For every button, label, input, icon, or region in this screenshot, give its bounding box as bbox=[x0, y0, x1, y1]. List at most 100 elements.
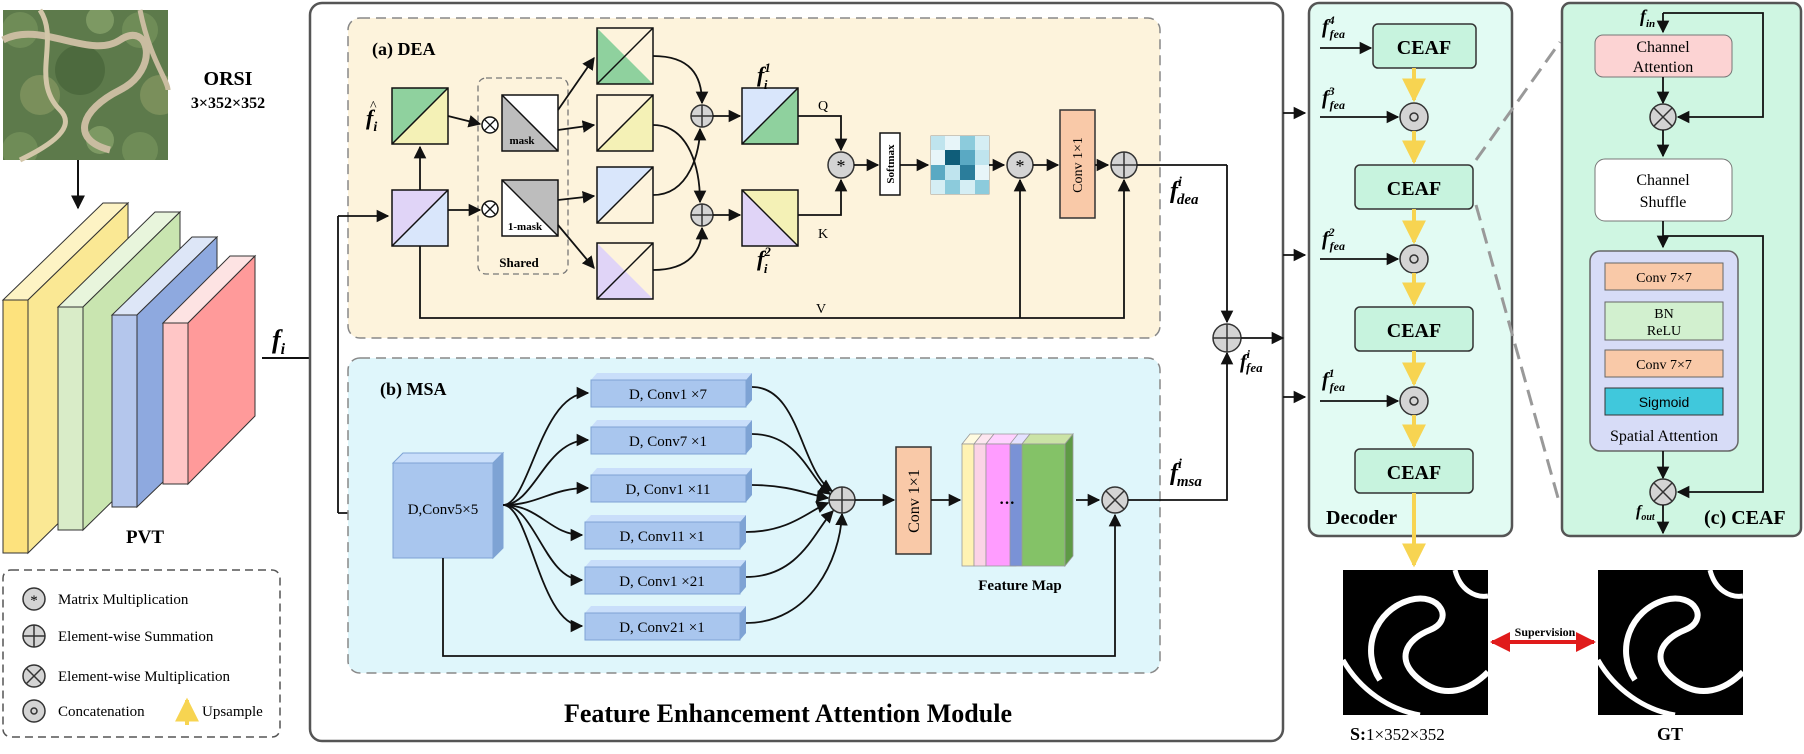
svg-text:D, Conv1 ×21: D, Conv1 ×21 bbox=[619, 574, 705, 590]
f1-square bbox=[741, 87, 799, 145]
f-out-label: fout bbox=[1636, 503, 1656, 523]
concat-icon bbox=[22, 699, 46, 723]
svg-text:Sigmoid: Sigmoid bbox=[1639, 394, 1690, 410]
softmax-box bbox=[879, 132, 901, 196]
msa-panel bbox=[347, 357, 1161, 674]
orsi-size: 3×352×352 bbox=[191, 95, 265, 112]
svg-text:Attention: Attention bbox=[1633, 59, 1693, 76]
feature-map-label: Feature Map bbox=[978, 578, 1061, 594]
gt-label: GT bbox=[1657, 724, 1683, 744]
msa-title: (b) MSA bbox=[380, 379, 447, 400]
svg-text:D, Conv21 ×1: D, Conv21 ×1 bbox=[619, 620, 705, 636]
msa-branch-1: D, Conv1 ×7 bbox=[590, 373, 752, 408]
module-title: Feature Enhancement Attention Module bbox=[564, 699, 1012, 728]
channel-shuffle-box bbox=[1594, 158, 1733, 222]
concat-circle-1 bbox=[1399, 102, 1429, 132]
result-yellow bbox=[596, 94, 654, 152]
s-label: S:1×352×352 bbox=[1350, 724, 1445, 744]
msa-branch-4: D, Conv11 ×1 bbox=[584, 515, 746, 550]
pvt-backbone: PVT bbox=[1, 201, 257, 555]
svg-text:Shuffle: Shuffle bbox=[1640, 194, 1687, 211]
svg-text:Channel: Channel bbox=[1636, 172, 1690, 189]
dea-title: (a) DEA bbox=[372, 39, 436, 60]
svg-text:D, Conv7 ×1: D, Conv7 ×1 bbox=[629, 434, 707, 450]
v-path bbox=[419, 178, 1131, 319]
svg-text:Conv 7×7: Conv 7×7 bbox=[1636, 271, 1692, 286]
inv-mask-square bbox=[501, 179, 559, 237]
shared-box bbox=[477, 77, 569, 275]
msa-fanin bbox=[745, 386, 848, 624]
sa-conv1-box bbox=[1604, 262, 1724, 291]
fhat-square bbox=[391, 87, 449, 145]
legend-elem-mult: Element-wise Multiplication bbox=[58, 669, 231, 685]
decoder-title: Decoder bbox=[1326, 507, 1397, 529]
ceaf-detail-title: (c) CEAF bbox=[1704, 507, 1786, 529]
supervision-label: Supervision bbox=[1515, 625, 1576, 639]
svg-text:*: * bbox=[30, 593, 38, 609]
zoom-line-top bbox=[1474, 41, 1562, 161]
softmax-label: Softmax bbox=[885, 144, 897, 184]
msa-branch-6: D, Conv21 ×1 bbox=[584, 606, 746, 641]
orsi-title: ORSI bbox=[204, 68, 253, 90]
svg-text:Channel: Channel bbox=[1636, 39, 1690, 56]
fhat-label: fi bbox=[366, 105, 377, 135]
msa-branch-5: D, Conv1 ×21 bbox=[584, 560, 746, 595]
mask-square bbox=[501, 94, 559, 152]
result-purple bbox=[596, 242, 654, 300]
ceaf-block-1 bbox=[1372, 23, 1477, 69]
concat-circle-2 bbox=[1399, 244, 1429, 274]
feature-map-dots: ··· bbox=[999, 495, 1015, 512]
concat-circle-3 bbox=[1399, 386, 1429, 416]
legend-box bbox=[2, 569, 281, 738]
msa-entry-conv bbox=[391, 451, 505, 560]
legend-elem-sum: Element-wise Summation bbox=[58, 629, 214, 645]
svg-text:CEAF: CEAF bbox=[1387, 462, 1441, 484]
msa-branch-2: D, Conv7 ×1 bbox=[590, 420, 752, 455]
zoom-line-bottom bbox=[1474, 204, 1562, 506]
svg-text:D, Conv1 ×11: D, Conv1 ×11 bbox=[626, 482, 711, 498]
saliency-output bbox=[1340, 569, 1491, 718]
f2-square bbox=[741, 189, 799, 247]
svg-text:D, Conv1 ×7: D, Conv1 ×7 bbox=[629, 387, 708, 403]
msa-conv-box bbox=[895, 446, 932, 555]
dea-conv-label: Conv 1×1 bbox=[1071, 137, 1086, 193]
svg-text:D, Conv11 ×1: D, Conv11 ×1 bbox=[620, 529, 705, 545]
legend: * Matrix Multiplication Element-wise Sum… bbox=[2, 569, 281, 738]
legend-matrix-mult: Matrix Multiplication bbox=[58, 592, 189, 608]
pvt-label: PVT bbox=[126, 527, 164, 548]
shared-label: Shared bbox=[499, 255, 539, 270]
msa-fanout bbox=[502, 386, 590, 633]
msa-conv-label: Conv 1×1 bbox=[906, 469, 923, 533]
fi-square bbox=[391, 189, 449, 247]
msa-branches: D, Conv1 ×7 D, Conv7 ×1 D, Conv1 ×11 D, … bbox=[584, 373, 752, 641]
inv-mask-label: 1-mask bbox=[508, 221, 543, 233]
spatial-attention-label: Spatial Attention bbox=[1610, 428, 1718, 445]
attention-map bbox=[930, 135, 990, 195]
msa-skip-path bbox=[442, 513, 1122, 657]
svg-text:*: * bbox=[837, 156, 846, 176]
svg-text:^: ^ bbox=[370, 99, 377, 114]
svg-text:BN: BN bbox=[1654, 307, 1673, 322]
dea-panel bbox=[347, 17, 1161, 339]
svg-text:CEAF: CEAF bbox=[1397, 37, 1451, 59]
f-i-label: fi bbox=[272, 325, 286, 358]
legend-upsample: Upsample bbox=[202, 704, 263, 720]
matrix-mult-icon bbox=[22, 587, 46, 611]
svg-text:Conv 7×7: Conv 7×7 bbox=[1636, 358, 1692, 373]
svg-text:CEAF: CEAF bbox=[1387, 178, 1441, 200]
sa-bn-relu-box bbox=[1604, 301, 1724, 341]
v-label: V bbox=[816, 302, 826, 317]
q-label: Q bbox=[818, 99, 828, 114]
legend-concat: Concatenation bbox=[58, 704, 145, 720]
feature-map-stack bbox=[961, 432, 1074, 568]
mask-label: mask bbox=[509, 135, 535, 147]
